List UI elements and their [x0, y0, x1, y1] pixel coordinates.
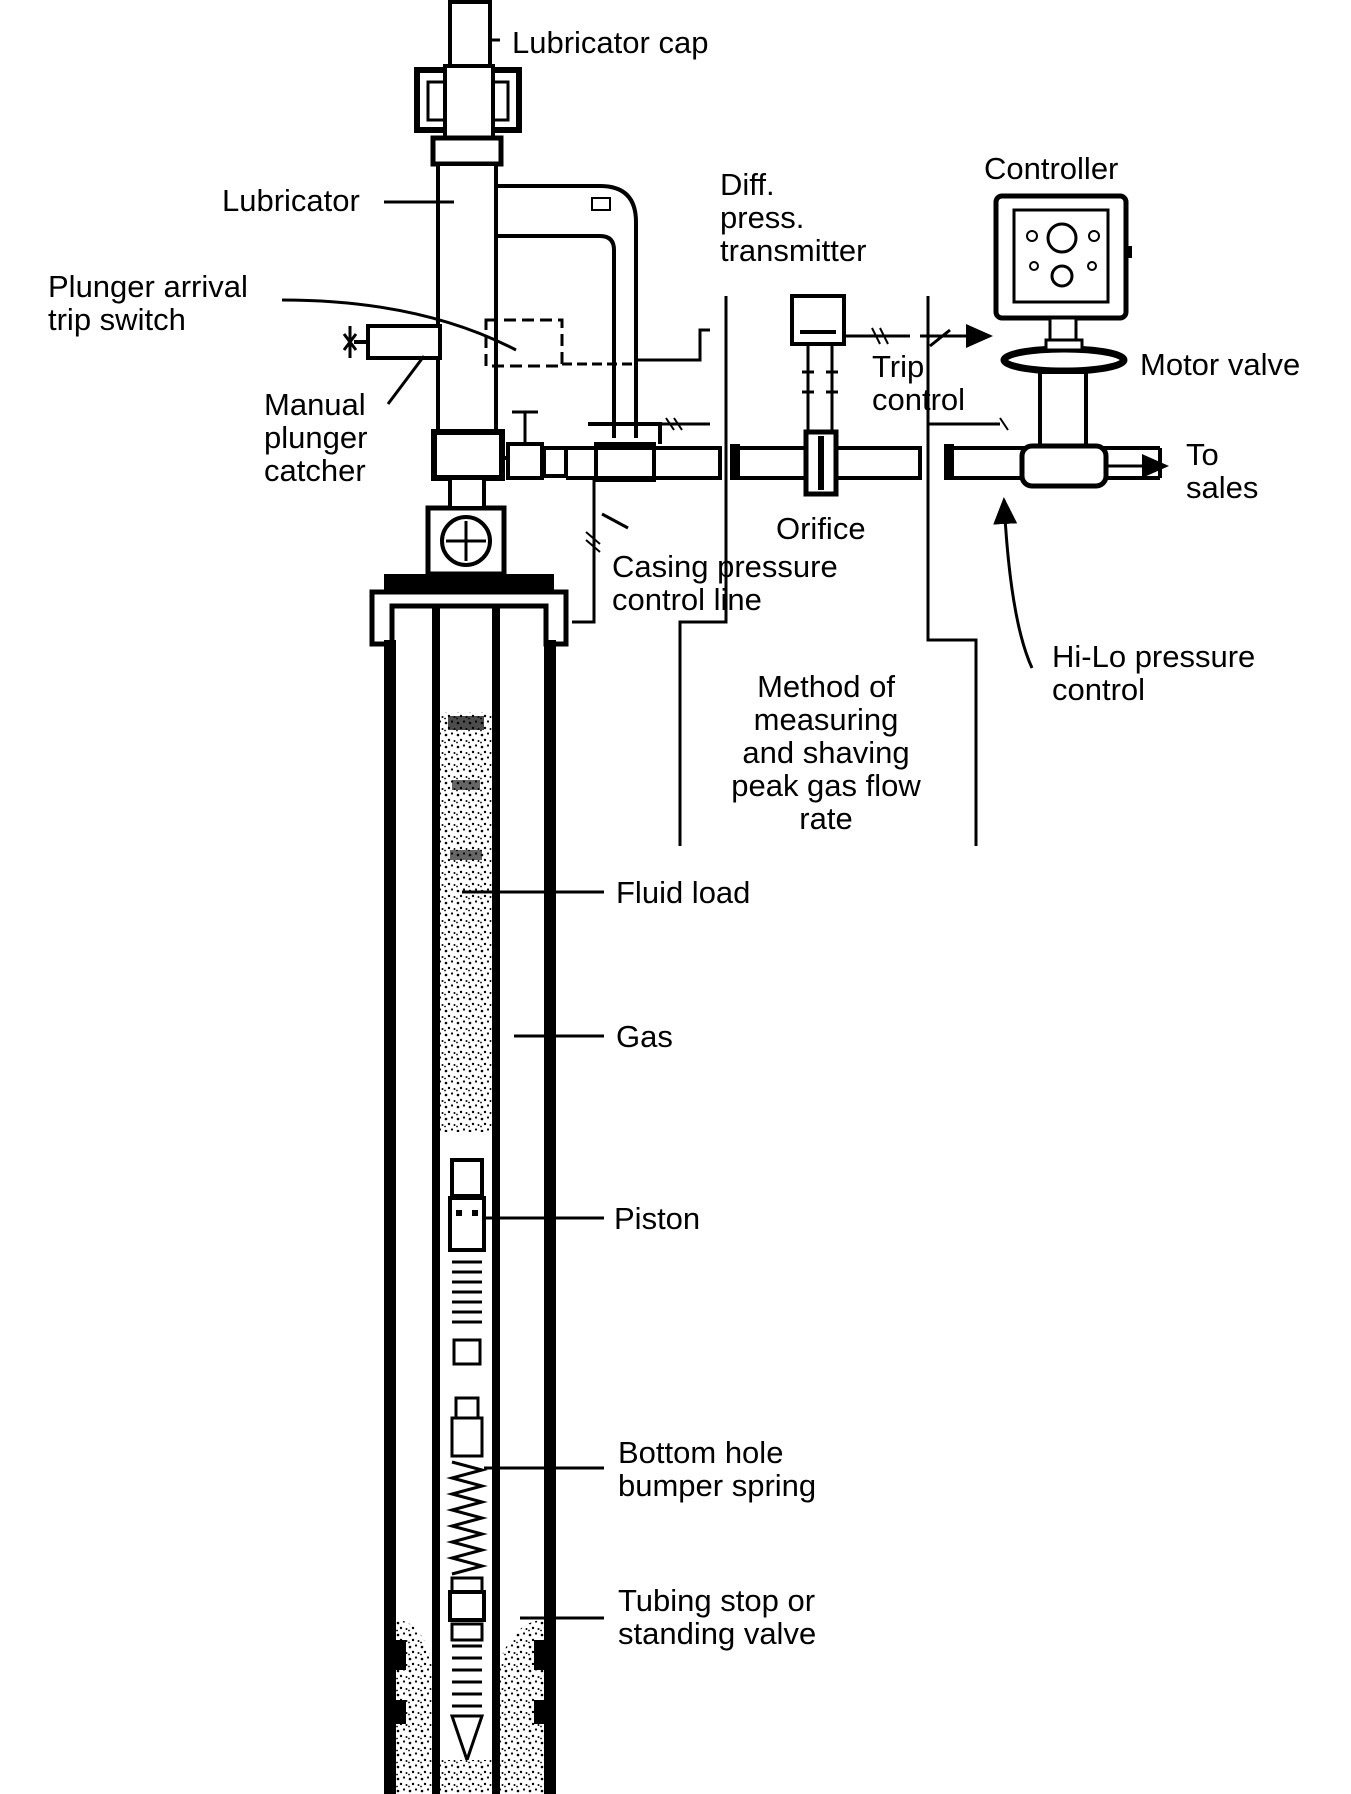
label-to-sales-2: sales [1186, 470, 1259, 505]
label-diff-1: Diff. [720, 167, 775, 202]
motor-valve-diaphragm [1000, 345, 1128, 375]
label-piston: Piston [614, 1201, 701, 1236]
label-method-2: measuring [753, 702, 899, 737]
label-to-sales-1: To [1186, 437, 1219, 472]
label-plunger-arrival-1: Plunger arrival [48, 269, 248, 304]
label-plunger-arrival-2: trip switch [48, 302, 186, 337]
lubricator-bypass-pipe [496, 184, 638, 438]
flow-line-1 [566, 446, 722, 480]
label-method-3: and shaving [742, 735, 910, 770]
piston [450, 1158, 484, 1198]
standing-valve-tip [449, 1714, 485, 1765]
label-motor-valve: Motor valve [1140, 347, 1301, 382]
label-manual-2: plunger [264, 420, 368, 455]
label-manual-3: catcher [264, 453, 366, 488]
label-bumper-1: Bottom hole [618, 1435, 784, 1470]
label-casing-2: control line [612, 582, 762, 617]
label-diff-2: press. [720, 200, 805, 235]
label-bumper-2: bumper spring [618, 1468, 817, 1503]
tubing-right-wall [492, 606, 500, 1794]
method-bracket [678, 296, 728, 846]
label-manual-1: Manual [264, 387, 366, 422]
lubricator-collar-top [430, 135, 504, 167]
label-fluid-load: Fluid load [616, 875, 751, 910]
bumper-spring [446, 1460, 488, 1576]
label-hilo-1: Hi-Lo pressure [1052, 639, 1256, 674]
leader-trip-control [929, 328, 951, 348]
label-method-1: Method of [757, 669, 895, 704]
needle-valve [506, 442, 544, 480]
leader-hilo [993, 497, 1034, 669]
annulus-fluid-right [500, 1620, 544, 1794]
label-gas: Gas [616, 1019, 673, 1054]
leader-manual-catcher [386, 355, 426, 405]
label-tubing-1: Tubing stop or [618, 1583, 816, 1618]
motor-valve-stem [1038, 370, 1088, 448]
trip-switch-box [484, 318, 564, 368]
label-orifice: Orifice [776, 511, 866, 546]
label-controller: Controller [984, 151, 1119, 186]
label-lubricator-cap: Lubricator cap [512, 25, 709, 60]
casing-pressure-line [572, 478, 596, 624]
casing-left-wall [384, 640, 396, 1794]
label-casing-1: Casing pressure [612, 549, 838, 584]
label-method-5: rate [799, 801, 853, 836]
label-trip-1: Trip [872, 349, 925, 384]
label-trip-2: control [872, 382, 966, 417]
leader-casing [601, 512, 629, 530]
leader-trip-switch [281, 298, 517, 352]
fluid-load [440, 712, 492, 1132]
label-lubricator: Lubricator [222, 183, 360, 218]
diff-press-transmitter [790, 294, 846, 346]
tubing-left-wall [432, 606, 440, 1794]
motor-valve-body [1019, 443, 1109, 489]
label-tubing-2: standing valve [618, 1616, 817, 1651]
label-diff-3: transmitter [720, 233, 867, 268]
lubricator-collar-bottom [431, 429, 505, 481]
wellhead-flange [369, 589, 569, 647]
lubricator-body [436, 162, 498, 436]
manual-catcher-arm [366, 324, 442, 360]
lubricator-cap-tube [448, 0, 492, 72]
label-method-4: peak gas flow [731, 768, 921, 803]
label-hilo-2: control [1052, 672, 1146, 707]
